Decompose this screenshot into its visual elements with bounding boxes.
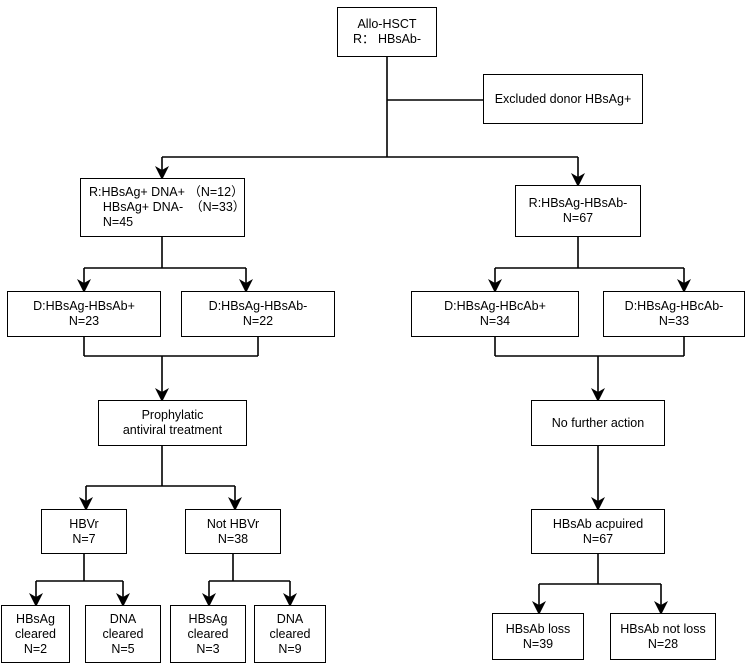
node-text-line: Not HBVr: [206, 516, 260, 531]
node-text-line: N=23: [68, 314, 100, 328]
node-recipient-hbsag-neg: R:HBsAg-HBsAb-N=67: [515, 185, 641, 237]
node-donor-hbsab-neg: D:HBsAg-HBsAb-N=22: [181, 291, 335, 337]
node-text-line: R:HBsAg-HBsAb-: [528, 196, 628, 210]
node-text-line: N=5: [111, 641, 135, 656]
node-excluded-donor: Excluded donor HBsAg+: [483, 74, 643, 124]
node-text-line: N=67: [582, 531, 614, 546]
node-donor-hbcab-pos: D:HBsAg-HBcAb+N=34: [411, 291, 579, 337]
node-donor-hbcab-neg: D:HBsAg-HBcAb-N=33: [603, 291, 745, 337]
node-text-line: HBsAg: [188, 611, 228, 626]
node-text-line: D:HBsAg-HBsAb-: [208, 299, 308, 313]
node-text-line: DNA: [109, 611, 137, 626]
node-text-line: D:HBsAg-HBcAb-: [624, 299, 724, 313]
node-text-line: cleared: [269, 626, 311, 641]
node-text-line: N=22: [242, 314, 274, 328]
node-recipient-hbsag-pos: R:HBsAg+ DNA+ （N=12） HBsAg+ DNA- （N=33） …: [80, 178, 245, 237]
node-text-line: N=3: [196, 641, 220, 656]
node-text-line: No further action: [551, 415, 645, 430]
node-text-line: N=28: [647, 636, 679, 651]
node-text-line: N=45: [89, 215, 134, 229]
node-text-line: HBVr: [69, 516, 99, 531]
node-no-further-action: No further action: [531, 400, 665, 446]
node-text-line: N=9: [278, 641, 302, 656]
node-text-line: HBsAg+ DNA- （N=33）: [89, 200, 246, 214]
node-text-line: DNA: [276, 611, 304, 626]
node-text-line: N=2: [23, 641, 48, 656]
node-text-line: D:HBsAg-HBcAb+: [444, 299, 546, 313]
node-text-line: Excluded donor HBsAg+: [494, 91, 632, 106]
node-text-line: R： HBsAb-: [352, 32, 422, 46]
node-text-line: cleared: [102, 626, 144, 641]
node-text-line: N=38: [217, 531, 249, 546]
node-text-line: N=33: [658, 314, 690, 328]
node-text-line: R:HBsAg+ DNA+ （N=12）: [89, 185, 244, 199]
node-text-line: cleared: [187, 626, 229, 641]
node-text-line: HBsAb acpuired: [552, 516, 644, 531]
node-text-line: Prophylatic: [141, 408, 204, 422]
node-text-line: HBsAb loss: [505, 621, 571, 636]
node-text-line: N=7: [72, 531, 96, 546]
node-donor-hbsab-pos: D:HBsAg-HBsAb+N=23: [7, 291, 161, 337]
node-text-line: antiviral treatment: [122, 423, 223, 437]
node-text-line: HBsAg: [16, 611, 55, 626]
node-text-line: D:HBsAg-HBsAb+: [33, 299, 135, 313]
node-text-line: HBsAb not loss: [620, 621, 706, 636]
node-text-line: cleared: [15, 626, 56, 641]
node-text-line: Allo-HSCT: [357, 17, 417, 31]
node-text-line: N=67: [562, 211, 594, 225]
node-text-line: N=39: [522, 636, 554, 651]
node-text-line: N=34: [479, 314, 511, 328]
